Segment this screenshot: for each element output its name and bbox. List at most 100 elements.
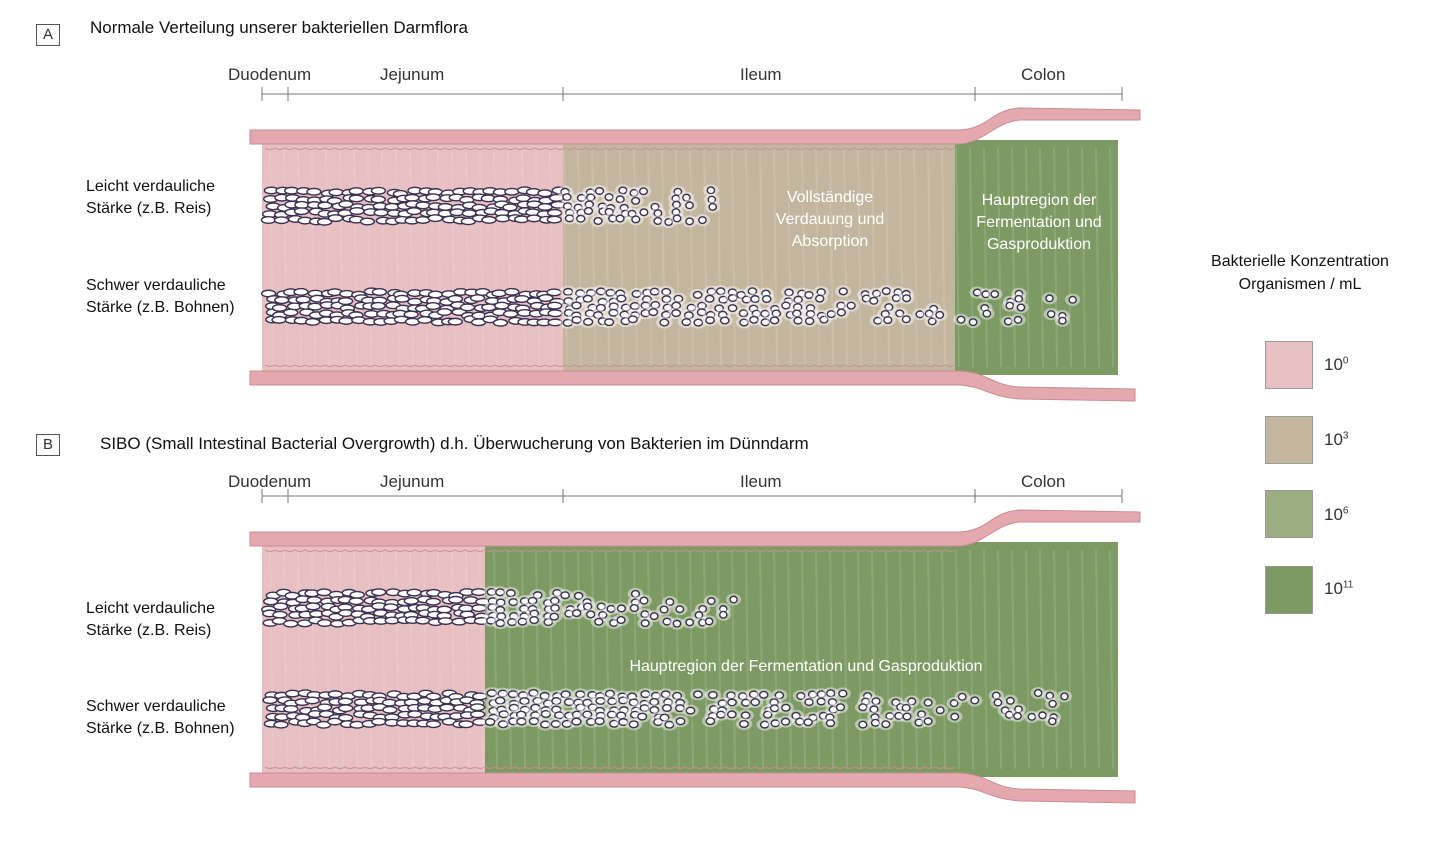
bacterium [982,309,992,318]
fold-line [297,147,302,368]
bacterium [1004,710,1014,719]
bacterium [571,301,582,310]
panel-a-gut [249,87,1141,402]
panel-a-title: Normale Verteilung unserer bakteriellen … [90,18,468,37]
bacterium [957,692,967,701]
fold-line [577,549,582,770]
fold-line [899,549,904,770]
bacterium [1068,295,1077,304]
bacterium [528,689,539,698]
panel-b-title: SIBO (Small Intestinal Bacterial Overgro… [100,434,809,453]
bacterium [561,719,572,728]
fold-line [549,147,554,368]
bacterium [836,308,847,317]
fold-line [395,147,400,368]
fold-line [535,147,540,368]
fold-line [353,549,358,770]
bacterium [968,318,978,327]
bacterium [781,703,791,712]
bacterium [582,294,593,303]
fold-line [1109,147,1114,368]
bacterium [750,698,761,707]
bacterium [502,203,518,212]
fold-line [591,549,596,770]
bacterium [271,315,287,324]
bacterium [403,596,420,605]
mucosa-wave-upper [264,549,956,552]
fold-line [745,549,750,770]
fold-line [997,549,1002,770]
bacterium [469,294,486,303]
bacterium [486,616,497,625]
legend-swatch-1e6 [1265,490,1313,538]
fold-line [549,549,554,770]
bacterium [547,318,563,327]
bacterium [881,720,891,729]
fold-line [885,549,890,770]
bacterium [706,287,717,296]
bacterium [949,699,959,708]
bacterium [698,216,707,225]
bacterium [595,287,606,296]
bacterium [348,194,365,203]
bacterium [627,315,638,324]
fold-line [633,147,638,368]
fold-line [983,549,988,770]
panel-b-gut [249,489,1141,804]
bacterium [338,704,354,713]
bacterium [1016,303,1026,312]
bacterium [546,215,563,224]
bacterium [650,202,660,211]
bacterium [538,294,554,303]
bacterium [528,717,540,726]
bacterium [274,296,290,305]
fold-line [423,549,428,770]
bacterium [550,719,562,728]
bacterium [328,188,344,197]
bacterium [729,595,738,604]
bacterium [609,719,620,728]
bacterium [618,186,628,195]
bacterium [858,703,868,712]
bacterium [935,706,945,715]
bacterium [1027,712,1037,721]
fold-line [283,147,288,368]
bacterium [586,610,596,619]
bacterium [681,318,692,327]
fold-line [829,549,834,770]
bacterium [497,689,509,698]
bacterium [582,710,593,719]
fold-line [367,147,372,368]
bacterium [715,287,726,296]
bacterium [316,217,333,226]
fold-line [269,549,274,770]
bacterium [846,301,856,310]
bacterium [747,287,758,296]
fold-line [465,147,470,368]
panel-a-segment-jejunum: Jejunum [380,65,445,84]
fold-line [479,549,484,770]
fold-line [493,147,498,368]
bacterium [758,690,769,699]
bacterium [770,719,781,728]
bacterium [571,609,582,618]
bacterium [1045,294,1054,303]
bacterium [781,301,791,310]
fold-line [745,147,750,368]
bacterium [803,718,813,727]
bacterium [593,311,604,320]
bacterium [784,288,794,297]
bacterium [1003,317,1013,326]
bacterium [661,310,672,319]
fold-line [717,549,722,770]
fold-line [409,549,414,770]
bacterium [923,717,933,726]
bacterium [497,720,509,729]
bacterium [283,308,299,317]
bacterium [659,605,669,614]
bacterium [348,597,364,606]
bacterium [671,301,682,310]
legend-label-1e11: 1011 [1324,579,1354,598]
